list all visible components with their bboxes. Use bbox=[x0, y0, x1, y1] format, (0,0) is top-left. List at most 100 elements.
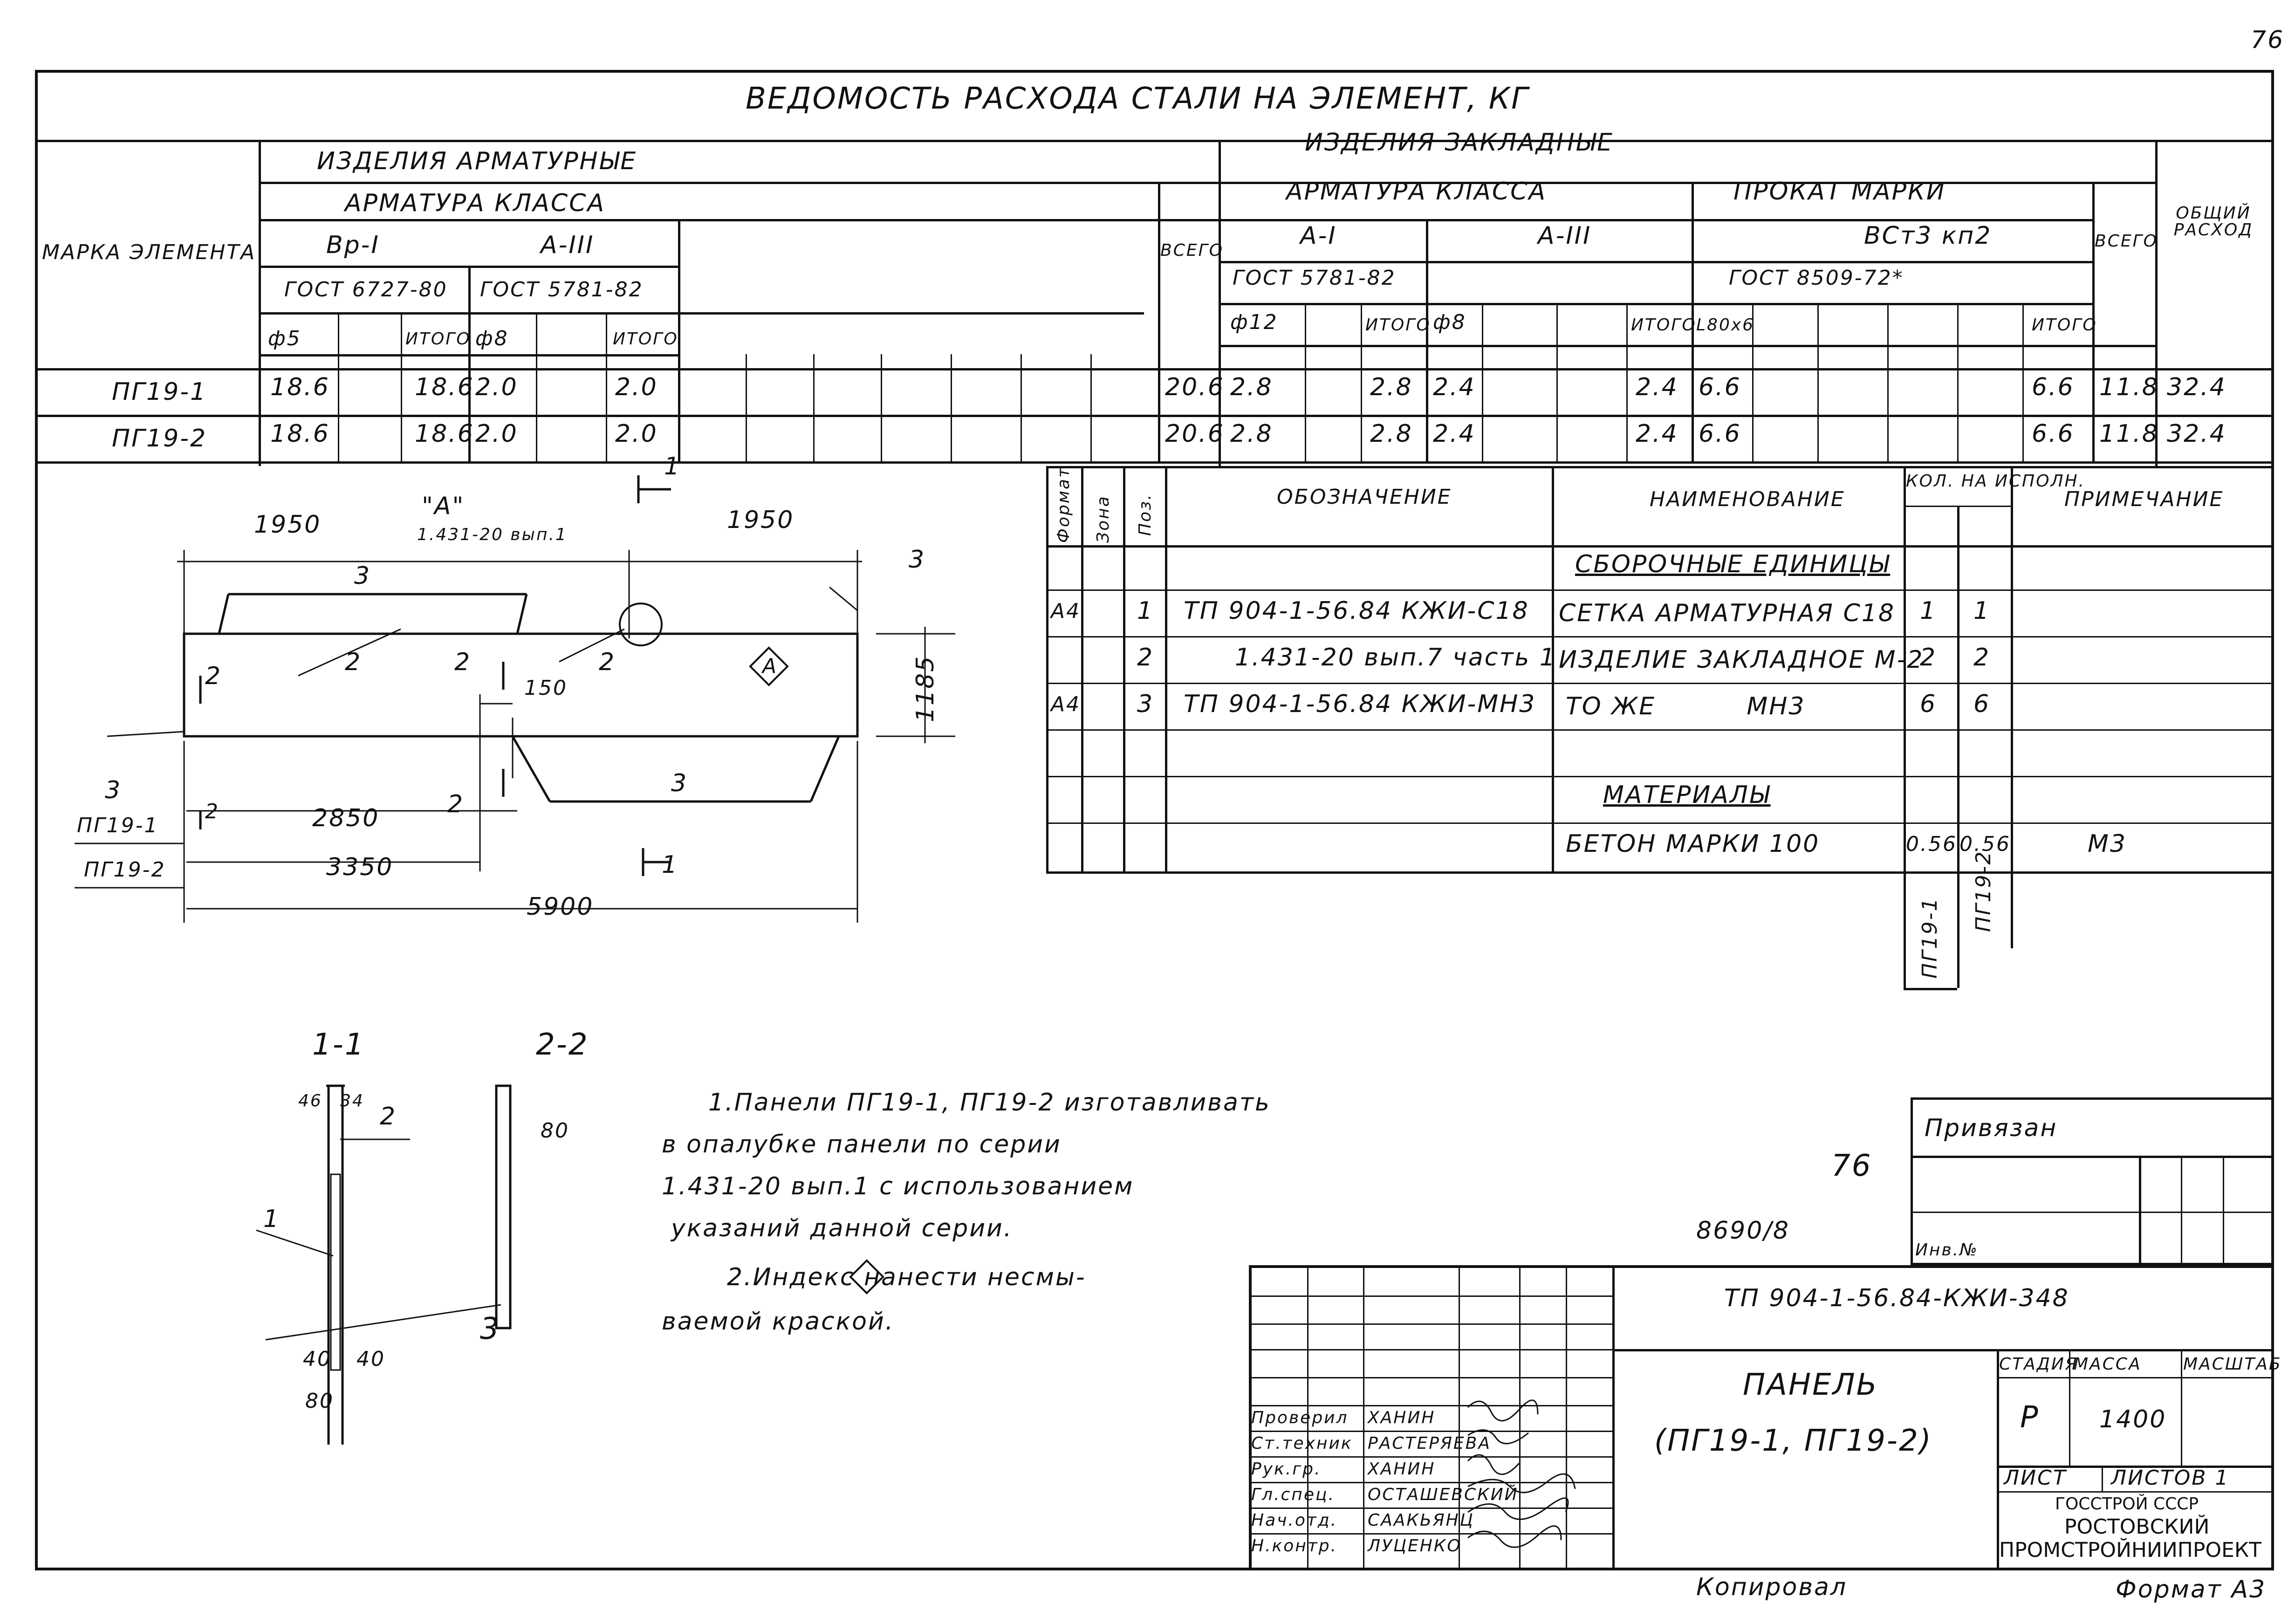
class-a1: А-I bbox=[1300, 222, 1337, 250]
panel-drawing-lines bbox=[75, 475, 955, 923]
class-a3: А-III bbox=[541, 231, 595, 259]
section-mark-1-top: 1 bbox=[664, 452, 681, 480]
note-line: 1.Панели ПГ19-1, ПГ19-2 изготавливать bbox=[708, 1089, 1271, 1117]
d8-col: ф8 bbox=[475, 327, 509, 350]
concrete-qty-2: 0.56 bbox=[1959, 832, 2011, 856]
section-assembly: СБОРОЧНЫЕ ЕДИНИЦЫ bbox=[1575, 550, 1891, 578]
mass-label: МАССА bbox=[2074, 1355, 2142, 1374]
org-line-1: ГОССТРОЙ СССР bbox=[2055, 1494, 2199, 1514]
label-pg19-1: ПГ19-1 bbox=[77, 814, 159, 837]
label-pg19-2: ПГ19-2 bbox=[84, 858, 166, 882]
dim-150: 150 bbox=[524, 676, 568, 700]
dim-1185: 1185 bbox=[911, 655, 939, 722]
sec-pos-3: 3 bbox=[480, 1312, 500, 1346]
col-pos: Поз. bbox=[1136, 493, 1155, 536]
gost-5781: ГОСТ 5781-82 bbox=[480, 278, 644, 302]
page-number: 76 bbox=[2251, 26, 2285, 54]
gost-6727: ГОСТ 6727-80 bbox=[284, 278, 448, 302]
sec-pos-1: 1 bbox=[263, 1205, 281, 1233]
concrete-qty-1: 0.56 bbox=[1906, 832, 1957, 856]
d12-col: ф12 bbox=[1230, 310, 1278, 334]
col-note: ПРИМЕЧАНИЕ bbox=[2064, 487, 2224, 511]
pos-2f: 2 bbox=[205, 800, 219, 823]
total-col: ВСЕГО bbox=[1160, 241, 1224, 260]
concrete-name: БЕТОН МАРКИ 100 bbox=[1566, 830, 1820, 858]
class-a3b: А-III bbox=[1538, 222, 1592, 250]
copied-label: Копировал bbox=[1696, 1573, 1848, 1601]
rolled-grade-header: ПРОКАТ МАРКИ bbox=[1733, 178, 1946, 206]
index-diamond-icon bbox=[849, 1259, 884, 1295]
org-line-2: РОСТОВСКИЙ bbox=[2064, 1515, 2210, 1539]
dim-1950-left: 1950 bbox=[254, 511, 322, 539]
inventory-number: 8690/8 bbox=[1696, 1217, 1790, 1245]
sheets-label: ЛИСТОВ 1 bbox=[2111, 1466, 2230, 1490]
dim-40-b: 40 bbox=[356, 1347, 385, 1371]
sheet-mark: 76 bbox=[1831, 1149, 1872, 1183]
ref-a: "А" bbox=[422, 492, 465, 520]
itogo-col-3: ИТОГО bbox=[1365, 315, 1431, 335]
dim-2850: 2850 bbox=[312, 804, 380, 832]
col-designation: ОБОЗНАЧЕНИЕ bbox=[1277, 485, 1452, 509]
note-line: 1.431-20 вып.1 с использованием bbox=[662, 1172, 1134, 1200]
inv-no-label: Инв.№ bbox=[1915, 1240, 1979, 1260]
concrete-unit: М3 bbox=[2088, 830, 2127, 858]
dim-5900: 5900 bbox=[527, 893, 594, 921]
d8b-col: ф8 bbox=[1433, 310, 1466, 334]
note-line: указаний данной серии. bbox=[671, 1214, 1013, 1242]
embedded-products-header: ИЗДЕЛИЯ ЗАКЛАДНЫЕ bbox=[1305, 129, 1614, 157]
steel-table-title: ВЕДОМОСТЬ РАСХОДА СТАЛИ НА ЭЛЕМЕНТ, КГ bbox=[746, 82, 1529, 116]
dim-46: 46 bbox=[298, 1091, 322, 1110]
dim-80-b: 80 bbox=[541, 1119, 569, 1143]
section-2-2: 2-2 bbox=[536, 1028, 589, 1062]
general-col: ОБЩИЙ РАСХОД bbox=[2173, 204, 2254, 240]
pos-2e: 2 bbox=[447, 790, 465, 818]
dim-80-a: 80 bbox=[305, 1389, 334, 1413]
dim-3350: 3350 bbox=[326, 853, 394, 881]
grade-vst3: ВСт3 кп2 bbox=[1864, 222, 1992, 250]
pos-2b: 2 bbox=[454, 648, 472, 676]
scale-label: МАСШТАБ bbox=[2183, 1355, 2282, 1374]
rebar-products-header: ИЗДЕЛИЯ АРМАТУРНЫЕ bbox=[317, 147, 637, 175]
rebar-class-header-2: АРМАТУРА КЛАССА bbox=[1286, 178, 1547, 206]
col-qty: КОЛ. НА ИСПОЛН. bbox=[1906, 472, 2086, 491]
pos-2c: 2 bbox=[599, 648, 616, 676]
itogo-col-1: ИТОГО bbox=[405, 329, 471, 349]
format-label: Формат А3 bbox=[2116, 1576, 2267, 1603]
pos-3c: 3 bbox=[671, 769, 688, 797]
col-zone: Зона bbox=[1094, 495, 1113, 543]
gost-5781-b: ГОСТ 5781-82 bbox=[1233, 266, 1396, 290]
variant-2: ПГ19-2 bbox=[1972, 850, 1995, 932]
dim-40-a: 40 bbox=[303, 1347, 332, 1371]
itogo-col-2: ИТОГО bbox=[613, 329, 678, 349]
dim-1950-right: 1950 bbox=[727, 506, 795, 534]
pos-3d: 3 bbox=[105, 776, 122, 804]
note-line: в опалубке панели по серии bbox=[662, 1131, 1062, 1158]
itogo-col-4: ИТОГО bbox=[1631, 315, 1697, 335]
class-bp1: Вр-I bbox=[326, 231, 380, 259]
mass-value: 1400 bbox=[2099, 1405, 2167, 1433]
org-line-3: ПРОМСТРОЙНИИПРОЕКТ bbox=[1999, 1538, 2261, 1562]
sheet-label: ЛИСТ bbox=[2004, 1466, 2067, 1490]
bound-label: Привязан bbox=[1925, 1114, 2058, 1142]
pos-2a: 2 bbox=[345, 648, 362, 676]
l80-col: L80х6 bbox=[1696, 315, 1755, 335]
stage-label: СТАДИЯ bbox=[1999, 1355, 2078, 1374]
mark-header: МАРКА ЭЛЕМЕНТА bbox=[42, 240, 256, 264]
gost-8509: ГОСТ 8509-72* bbox=[1729, 266, 1904, 290]
note-line: ваемой краской. bbox=[662, 1308, 895, 1336]
section-mark-1-bottom: 1 bbox=[662, 851, 679, 879]
total-col-2: ВСЕГО bbox=[2095, 232, 2158, 251]
section-lines bbox=[256, 1084, 512, 1445]
col-name: НАИМЕНОВАНИЕ bbox=[1650, 487, 1845, 511]
dim-34: 34 bbox=[340, 1091, 364, 1110]
sec-pos-2: 2 bbox=[380, 1103, 397, 1131]
pos-2d: 2 bbox=[205, 662, 222, 690]
d5-col: ф5 bbox=[268, 327, 301, 350]
stage-value: Р bbox=[2020, 1400, 2040, 1435]
ref-series: 1.431-20 вып.1 bbox=[417, 525, 568, 544]
section-materials: МАТЕРИАЛЫ bbox=[1603, 781, 1771, 809]
section-1-1: 1-1 bbox=[312, 1028, 365, 1062]
doc-code: ТП 904-1-56.84-КЖИ-348 bbox=[1724, 1284, 2069, 1312]
itogo-col-5: ИТОГО bbox=[2032, 315, 2097, 335]
note-line: 2.Индекс нанести несмы- bbox=[727, 1263, 1086, 1291]
